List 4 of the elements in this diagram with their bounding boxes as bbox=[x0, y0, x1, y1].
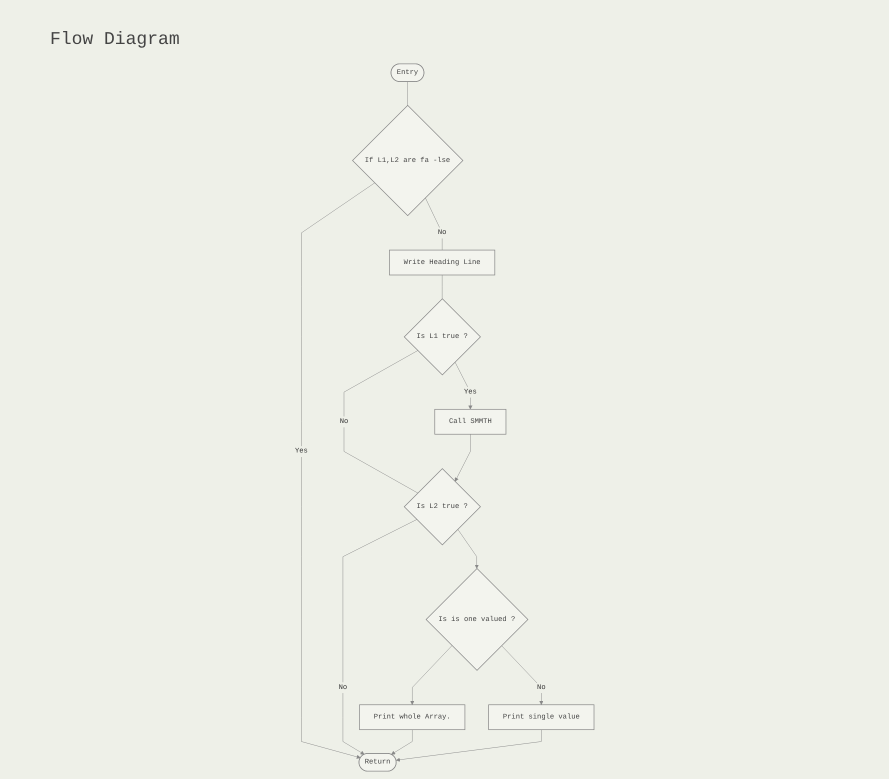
diagram-title: Flow Diagram bbox=[50, 30, 180, 50]
connector bbox=[344, 350, 418, 494]
connector bbox=[407, 82, 408, 106]
connector bbox=[425, 198, 442, 250]
